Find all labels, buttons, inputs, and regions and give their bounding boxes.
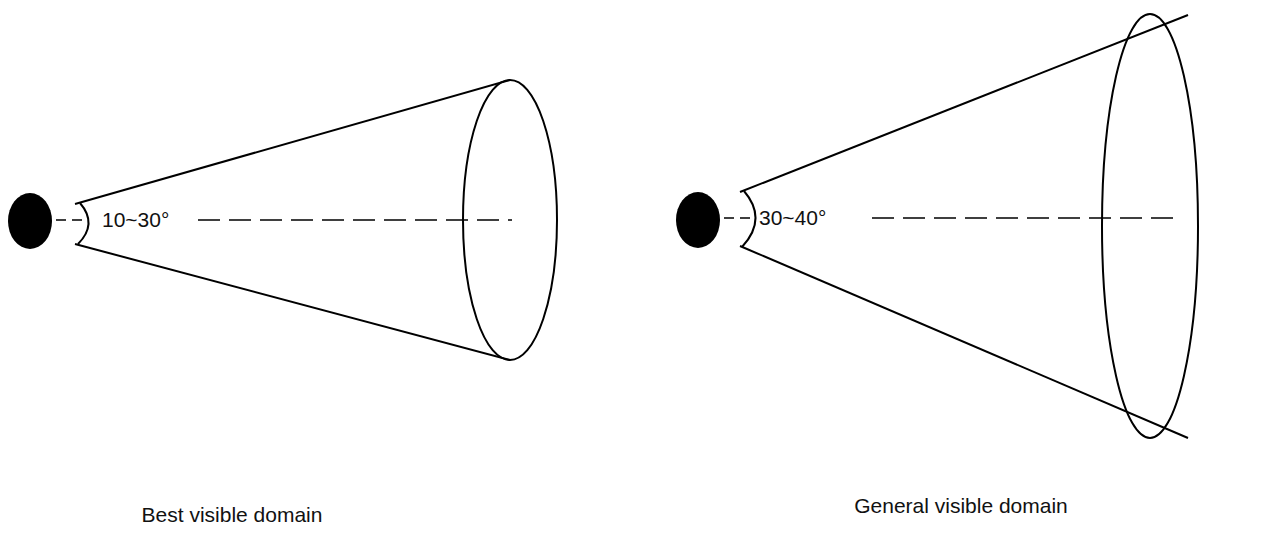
angle-label: 10~30°	[100, 207, 171, 232]
axis-line	[56, 219, 84, 221]
cone-base	[1102, 14, 1198, 438]
caption-text: General visible domain	[852, 493, 1070, 518]
eye-dot	[8, 193, 52, 249]
cone-edge	[740, 246, 1188, 438]
cone-edge	[75, 244, 510, 360]
cone-edge	[740, 15, 1188, 192]
angle-label: 30~40°	[757, 205, 828, 230]
angle-arc	[78, 203, 89, 244]
axis-line	[724, 217, 750, 219]
axis-line	[872, 217, 1180, 219]
caption-text: Best visible domain	[140, 502, 325, 527]
angle-arc	[742, 191, 756, 247]
axis-line	[198, 219, 512, 221]
cone-edge	[75, 80, 510, 204]
eye-dot	[676, 192, 720, 248]
